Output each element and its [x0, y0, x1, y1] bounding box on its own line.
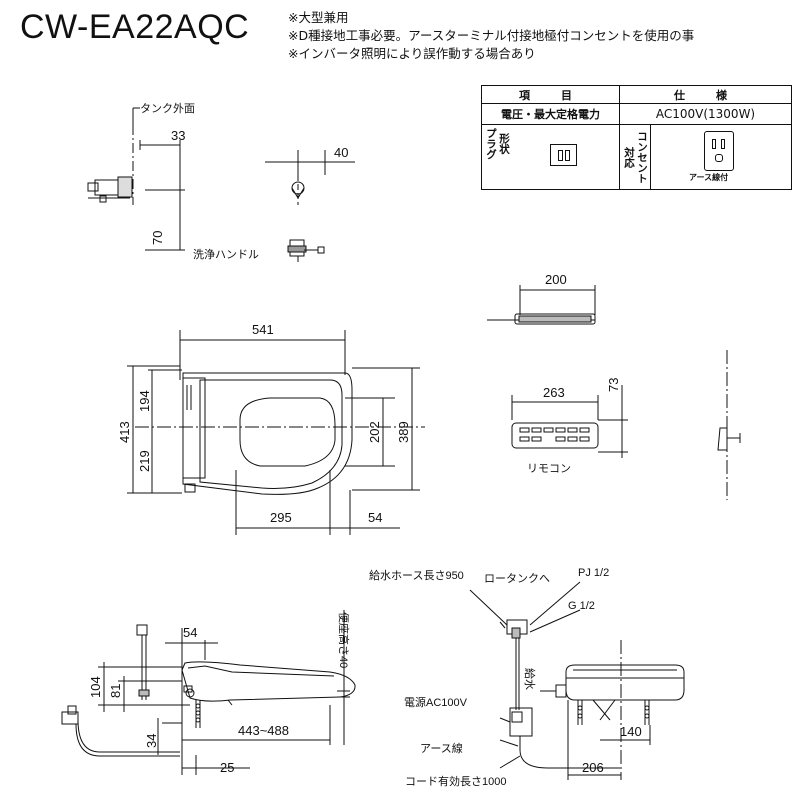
dim-104: 104	[88, 676, 103, 698]
dim-263: 263	[543, 385, 565, 400]
dim-413: 413	[117, 421, 132, 443]
outlet-icon	[704, 131, 734, 171]
dim-81: 81	[108, 684, 123, 698]
remote-holder-view	[487, 285, 596, 325]
spec-table: 項 目 仕 様 電圧・最大定格電力 AC100V(1300W) プラグ 形状 対…	[481, 85, 792, 190]
plug-icon	[550, 144, 577, 166]
dim-54-side: 54	[183, 625, 197, 640]
label-pj: PJ 1/2	[578, 567, 609, 579]
tank-bracket-view	[87, 107, 185, 251]
dim-541: 541	[252, 322, 274, 337]
remote-view	[511, 385, 628, 458]
label-supply-hose: 給水ホース長さ950	[369, 568, 464, 582]
label-g: G 1/2	[568, 600, 595, 612]
label-tank-outer: タンク外面	[140, 102, 195, 115]
spec-plug-cell: プラグ 形状	[481, 124, 620, 190]
earth-label: アース線付	[689, 173, 729, 182]
dim-200: 200	[545, 272, 567, 287]
label-water-in: 給水	[523, 668, 537, 690]
plug-label-b: 形状	[498, 133, 510, 155]
dim-70: 70	[150, 231, 165, 245]
dim-389: 389	[396, 421, 411, 443]
dim-54-plan: 54	[368, 510, 382, 525]
dim-25: 25	[220, 760, 234, 775]
dim-295: 295	[270, 510, 292, 525]
spec-outlet-cell: アース線付	[650, 124, 792, 190]
flush-handle-view	[265, 150, 355, 262]
label-cord: コード有効長さ1000	[405, 774, 506, 788]
label-power: 電源AC100V	[404, 695, 468, 709]
spec-outlet-label-cell: 対応 コンセント	[619, 124, 651, 190]
outlet-label-d: コンセント	[636, 130, 648, 184]
dim-40: 40	[334, 145, 348, 160]
label-remote: リモコン	[527, 463, 571, 475]
note-line: ※インバータ照明により誤作動する場合あり	[288, 46, 536, 61]
side-view	[61, 610, 356, 775]
model-number: CW-EA22AQC	[20, 8, 250, 46]
dim-206: 206	[582, 760, 604, 775]
dim-202: 202	[367, 421, 382, 443]
dim-194: 194	[137, 390, 152, 412]
back-view	[469, 581, 685, 780]
dim-219: 219	[137, 450, 152, 472]
dim-73: 73	[606, 378, 621, 392]
plug-label-a: プラグ	[485, 128, 497, 160]
label-earth-wire: アース線	[420, 741, 463, 755]
dim-443-488: 443~488	[238, 723, 289, 738]
notes-block: ※大型兼用 ※D種接地工事必要。アースターミナル付接地極付コンセントを使用の事 …	[288, 9, 694, 63]
label-flush-handle: 洗浄ハンドル	[193, 247, 259, 261]
dim-34: 34	[144, 734, 159, 748]
label-seat-height: 便座高さ40	[337, 612, 351, 668]
note-line: ※D種接地工事必要。アースターミナル付接地極付コンセントを使用の事	[288, 28, 695, 43]
dim-33: 33	[171, 128, 185, 143]
outlet-label-c: 対応	[623, 146, 635, 168]
dim-140: 140	[620, 724, 642, 739]
note-line: ※大型兼用	[288, 10, 349, 25]
remote-side-view	[717, 350, 741, 500]
label-to-tank: ロータンクへ	[484, 572, 550, 585]
plan-view	[127, 330, 425, 535]
